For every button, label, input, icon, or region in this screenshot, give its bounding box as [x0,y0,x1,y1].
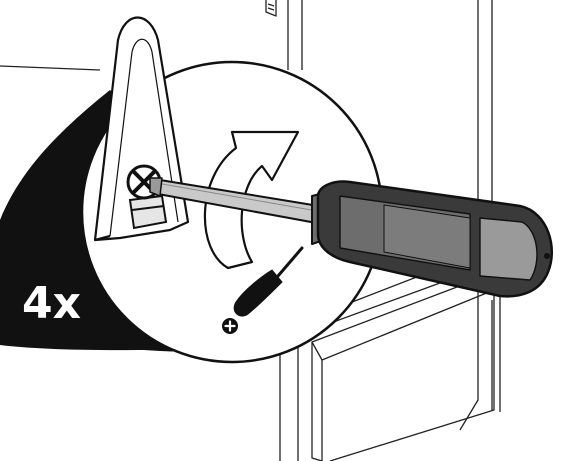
quantity-label: 4x [22,278,81,329]
cam-fitting [130,196,166,228]
